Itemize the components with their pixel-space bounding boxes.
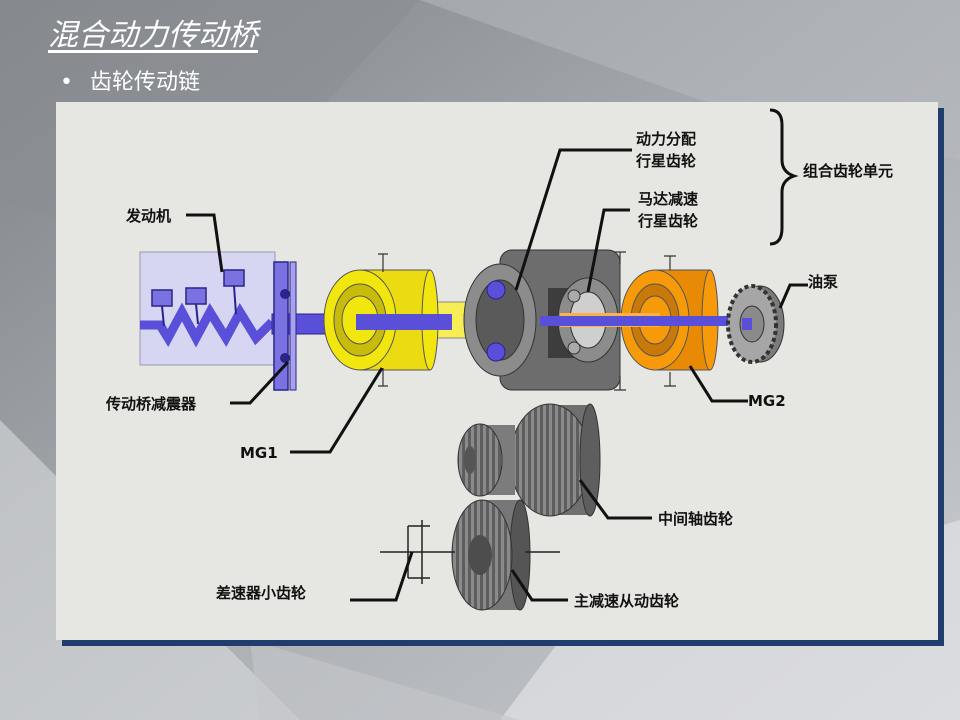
label-damper: 传动桥减震器 xyxy=(105,395,197,413)
final-driven-gear-illustration xyxy=(451,499,531,611)
label-mg2: MG2 xyxy=(748,392,786,410)
label-motor-reduction-1: 马达减速 xyxy=(638,190,698,208)
label-engine: 发动机 xyxy=(125,207,171,225)
oil-pump-illustration xyxy=(726,284,785,364)
engine-illustration xyxy=(139,251,276,366)
label-motor-reduction-2: 行星齿轮 xyxy=(637,212,698,230)
label-mg1: MG1 xyxy=(240,444,278,462)
counter-gear-illustration xyxy=(457,403,601,517)
bullet-dot: • xyxy=(60,70,73,95)
label-power-split-2: 行星齿轮 xyxy=(635,152,696,170)
label-compound-unit: 组合齿轮单元 xyxy=(803,162,893,180)
label-diff-pinion: 差速器小齿轮 xyxy=(216,584,306,602)
output-shaft xyxy=(540,316,750,326)
differential-schematic xyxy=(380,520,560,584)
label-final-driven: 主减速从动齿轮 xyxy=(574,592,679,610)
transaxle-diagram: 发动机 传动桥减震器 MG1 动力分配 行星齿轮 马达减速 行星齿轮 组合齿轮单… xyxy=(105,108,893,611)
leader-lines xyxy=(186,148,808,602)
damper-illustration xyxy=(273,261,297,391)
label-oil-pump: 油泵 xyxy=(808,273,838,291)
diagram-panel: 发动机 传动桥减震器 MG1 动力分配 行星齿轮 马达减速 行星齿轮 组合齿轮单… xyxy=(56,102,938,640)
compound-unit-brace xyxy=(769,108,799,246)
label-counter-gear: 中间轴齿轮 xyxy=(658,510,733,528)
slide-title: 混合动力传动桥 xyxy=(48,18,258,53)
ground-ticks xyxy=(378,251,676,391)
label-power-split-1: 动力分配 xyxy=(636,130,696,148)
mg1-illustration xyxy=(323,269,501,371)
bullet-item: • 齿轮传动链 xyxy=(60,64,200,96)
bullet-text: 齿轮传动链 xyxy=(90,70,201,95)
